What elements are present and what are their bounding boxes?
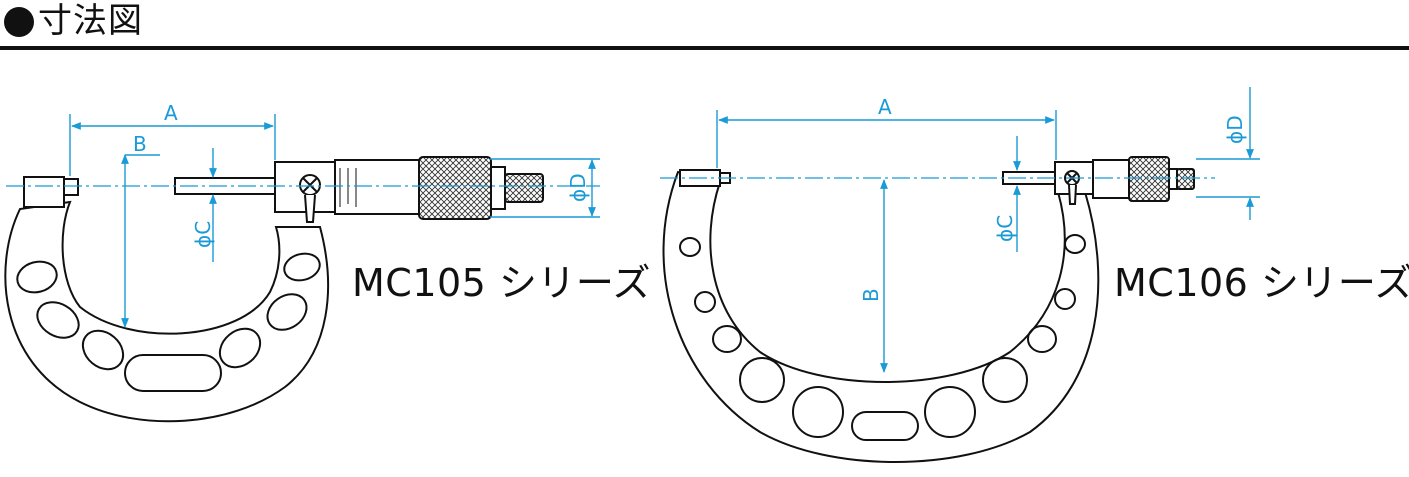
bullet-icon [4, 7, 34, 37]
mc106-thimble-end [1168, 168, 1178, 190]
mc106-thimble [1128, 156, 1170, 202]
mc106-dim-c: ϕC [993, 215, 1017, 242]
mc106-lock-lever [1068, 184, 1077, 205]
mc106-dim-a: A [878, 95, 892, 119]
mc105-dimensions [69, 114, 600, 328]
mc105-micrometer [4, 156, 544, 423]
section-title: 寸法図 [38, 1, 143, 41]
mc106-hole [792, 386, 844, 438]
mc105-frame [4, 200, 329, 423]
mc106-hole [1027, 325, 1057, 353]
mc105-hole [218, 327, 262, 369]
section-header: 寸法図 [0, 0, 1409, 52]
mc106-dim-b: B [859, 288, 883, 302]
mc105-sleeve [334, 159, 420, 215]
mc106-micrometer [662, 156, 1195, 463]
mc105-dim-c: ϕC [191, 221, 215, 248]
header-divider [0, 46, 1409, 50]
mc106-hole [851, 411, 919, 441]
mc106-series-label: MC106 シリーズ [1114, 261, 1409, 305]
mc105-lock-lever [304, 194, 316, 223]
mc106-hole [1064, 234, 1086, 254]
mc105-thimble [418, 156, 492, 220]
mc105-dim-d: ϕD [566, 173, 590, 202]
mc106-dimensions [716, 87, 1260, 373]
mc106-sleeve [1092, 159, 1130, 199]
mc105-dim-b: B [133, 132, 147, 156]
mc106-hole [982, 357, 1028, 403]
mc105-anvil-block [23, 176, 65, 208]
mc105-series-label: MC105 シリーズ [352, 261, 652, 305]
mc106-hole [739, 357, 785, 403]
mc105-hole [16, 260, 58, 294]
mc105-ratchet [504, 173, 544, 203]
mc106-dim-d: ϕD [1223, 115, 1247, 144]
mc105-hole [124, 354, 222, 392]
mc106-hole [924, 386, 976, 438]
mc105-anvil [63, 178, 79, 196]
mc106-hole [694, 291, 716, 313]
mc105-hole [283, 252, 321, 282]
mc106-ratchet [1176, 168, 1195, 190]
dimension-drawing: A B ϕC ϕD [4, 87, 1260, 463]
mc105-hole [266, 293, 308, 331]
mc106-hole [1054, 288, 1076, 310]
mc105-hole [36, 301, 80, 339]
mc106-hole [679, 237, 701, 257]
mc105-lock-screw-cross [302, 177, 318, 193]
mc105-hole [81, 329, 125, 371]
mc106-frame [662, 170, 1100, 463]
mc105-thimble-end [490, 166, 506, 210]
mc106-hole [712, 325, 742, 353]
mc105-dim-a: A [164, 101, 178, 125]
